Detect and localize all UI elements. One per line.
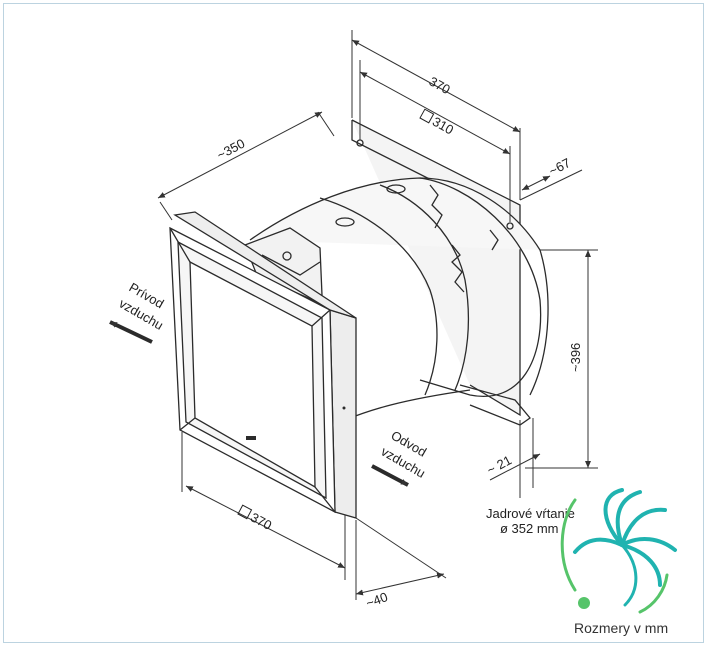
bottom-bracket [459,384,531,426]
dimension-labels: 370 310 ~350 ~67 ~396 ~ 21 370 ~40 [214,74,583,611]
dim-line-21 [489,453,541,481]
supply-arrow-icon [109,320,153,344]
supply-air-annotation: Prívod vzduchu [109,280,167,344]
dim-21: ~ 21 [484,452,514,477]
front-grille [169,211,357,519]
units-note: Rozmery v mm [574,620,668,636]
grille-logo [246,436,256,440]
dim-350: ~350 [214,136,247,163]
slot-top-1 [386,184,406,194]
unit-body [244,119,549,426]
cylinder-end [419,177,542,397]
square-symbol-310 [419,108,435,124]
dim-line-67 [521,175,551,191]
dim-40: ~40 [364,589,390,611]
wall-flange-plate [351,119,521,417]
dim-67: ~67 [546,155,573,179]
flange-hole-right [506,222,514,230]
exhaust-arrow-icon [371,464,409,487]
dimension-lines [157,30,598,600]
core-hole-line1: Jadrové vŕtanie [486,506,575,521]
brand-logo-icon [560,488,677,614]
exhaust-air-annotation: Odvod vzduchu [371,428,429,487]
dim-396: ~396 [568,343,583,372]
core-hole-line2: ø 352 mm [500,521,559,536]
dim-line-370-bottom [185,485,346,569]
cylinder-bottom [344,389,471,421]
slot-top-2 [335,217,355,227]
square-symbol-370 [237,504,253,520]
grille-top [173,211,357,319]
dim-310: 310 [430,114,456,138]
dim-line-350 [157,111,323,199]
dim-line-40 [355,572,445,596]
dim-line-310 [359,71,511,155]
